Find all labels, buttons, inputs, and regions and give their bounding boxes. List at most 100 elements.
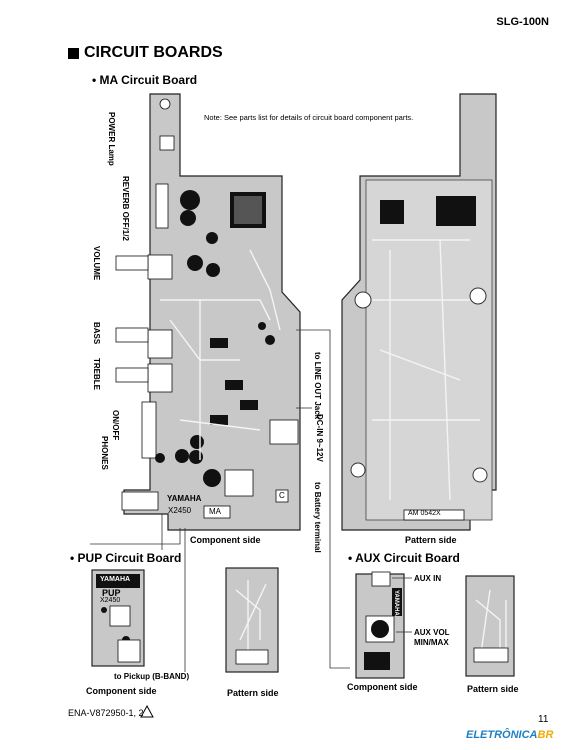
watermark: ELETRÔNICABR [466,729,553,741]
document-code: ENA-V872950-1, 2 [68,708,144,718]
pup-to-pickup-label: to Pickup (B-BAND) [114,672,190,681]
ma-pattern-hole-left [354,291,372,309]
ma-brand-mark: YAMAHA [167,494,202,503]
aux-in-label: AUX IN [414,574,442,583]
ma-onoff-switch [141,401,157,459]
aux-connector [364,652,390,670]
ma-parts-note: Note: See parts list for details of circ… [204,113,414,122]
ma-capacitor-4 [187,255,203,271]
aux-pattern-side-caption: Pattern side [467,684,519,694]
ma-pattern-area [365,179,493,521]
wire-component-side [90,528,181,545]
aux-brand-mark: YAMAHA [393,590,399,616]
section-bullet-square [68,47,79,59]
ma-pattern-hole-right [469,287,487,305]
ma-capacitor-9 [203,469,221,487]
pup-brand-mark: YAMAHA [100,576,131,583]
ma-pattern-ic-1 [380,200,404,224]
aux-vol-knob [371,620,389,638]
page-number: 11 [538,714,549,725]
ma-capacitor-6 [155,453,165,463]
ma-capacitor-12 [265,335,275,345]
treble-label: TREBLE [92,358,101,390]
volume-label: VOLUME [92,246,101,281]
ma-mount-hole-top [159,98,171,110]
ma-ic-3 [225,380,243,390]
ma-capacitor-11 [258,322,266,330]
ma-pattern-traces [372,239,480,501]
model-number: SLG-100N [496,16,549,28]
ma-trace-lines [160,249,281,460]
ma-bass-shaft [115,327,149,343]
ma-ic-4 [240,400,258,410]
pup-pattern-side-caption: Pattern side [227,688,279,698]
ma-capacitor-3 [206,232,218,244]
watermark-main: ELETRÔNICA [466,729,538,741]
section-title: CIRCUIT BOARDS [68,44,223,62]
ma-phones-jack [121,491,159,511]
ma-dc-in-jack [269,419,299,445]
phones-label: PHONES [100,436,109,470]
ma-ic-5 [210,415,228,425]
dc-in-label: DC-IN 9~12V [315,414,324,462]
aux-in-jack [371,571,391,587]
ma-reverb-switch [155,183,169,229]
ma-power-led [159,135,175,151]
wire-line-out [296,329,350,669]
ma-ic-2 [210,338,228,348]
ma-capacitor-7 [175,449,189,463]
watermark-accent: BR [537,729,554,741]
pup-board-title: • PUP Circuit Board [70,551,182,565]
pup-component-side-caption: Component side [86,686,157,696]
ma-c-mark: C [279,491,285,500]
ma-treble-pot [147,363,173,393]
pup-pattern-pad [235,649,269,665]
ma-pattern-hole-bottom-right [472,467,488,483]
ma-mirror-mark: AM 0542X [408,510,441,517]
ma-code-mark: X2450 [168,506,192,515]
pup-ic [109,605,131,627]
ma-capacitor-2 [180,210,196,226]
aux-brand-bar [392,588,402,616]
ma-component-board [123,93,301,531]
on-off-label: ON/OFF [111,410,120,441]
battery-label: to Battery terminal [313,482,322,553]
ma-pattern-ic-2 [436,196,476,226]
aux-min-max-label: MIN/MAX [414,638,449,647]
ma-capacitor-8 [189,450,203,464]
pup-brand-banner [96,574,140,588]
caution-triangle-icon [140,704,154,718]
ma-bass-pot [147,329,173,359]
ma-c-mark-box [275,489,289,503]
power-lamp-label: POWER Lamp [107,112,116,166]
pup-cap-1 [101,607,107,613]
ma-pattern-mirror-box [403,509,465,521]
ma-ic-main-die [234,196,262,224]
section-title-text: CIRCUIT BOARDS [84,44,223,61]
aux-pattern-pad [473,647,509,663]
ma-board-title: • MA Circuit Board [92,73,198,87]
ma-treble-shaft [115,367,149,383]
ma-name-mark: MA [209,507,221,516]
ma-pattern-hole-bottom-left [350,462,366,478]
pup-name-mark: PUP [102,588,121,598]
ma-volume-pot [147,254,173,280]
bass-label: BASS [92,322,101,345]
ma-volume-shaft [115,255,149,271]
ma-capacitor-5 [206,263,220,277]
ma-component-side-caption: Component side [190,535,261,545]
pup-pattern-traces [235,580,267,660]
line-out-label: to LINE OUT Jack [313,352,322,420]
pup-connector [117,639,141,663]
ma-dc-regulator [224,469,254,497]
ma-pattern-side-caption: Pattern side [405,535,457,545]
aux-vol-label: AUX VOL [414,628,450,637]
ma-name-box [203,505,231,519]
ma-capacitor-10 [190,435,204,449]
pup-code-mark: X2450 [100,597,121,604]
aux-component-side-caption: Component side [347,682,418,692]
aux-board-title: • AUX Circuit Board [348,551,460,565]
reverb-label: REVERB OFF/1/2 [121,176,130,241]
ma-capacitor-1 [180,190,200,210]
